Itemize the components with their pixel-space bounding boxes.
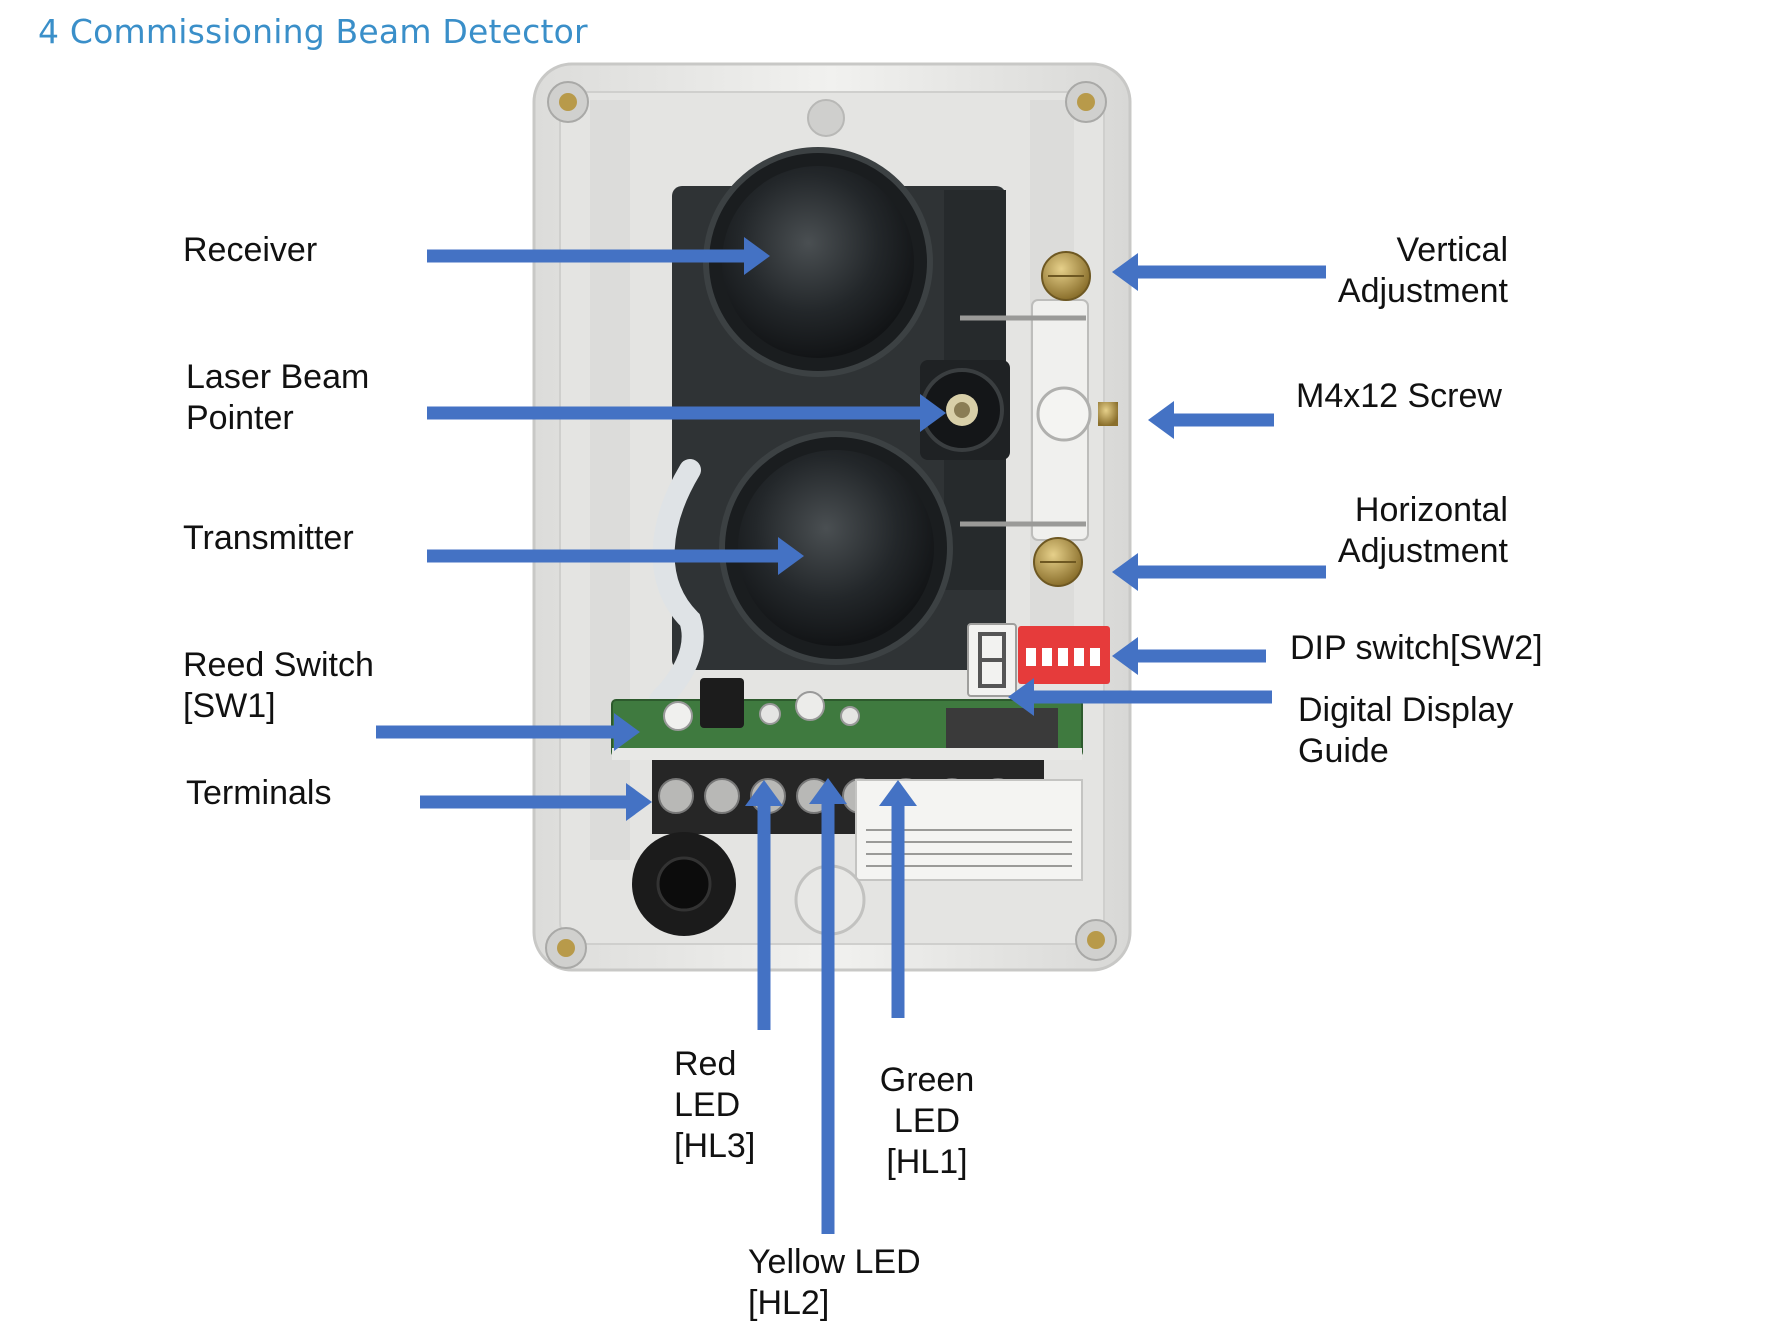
pcb-led-3	[840, 706, 860, 726]
top-center-hole	[807, 99, 845, 137]
arrow-horizontal-adjustment	[1112, 553, 1326, 591]
m4x12-screw	[1036, 386, 1118, 442]
arrow-laser-beam-pointer	[427, 394, 946, 432]
callout-arrows	[376, 237, 1326, 1234]
label-yellow-led: Yellow LED [HL2]	[748, 1243, 921, 1322]
label-terminals: Terminals	[186, 774, 332, 812]
transmitter-lens	[719, 431, 953, 665]
arrow-dip-switch	[1112, 637, 1266, 675]
laser-pointer	[920, 360, 1010, 460]
section-heading: 4 Commissioning Beam Detector	[38, 12, 588, 51]
arrow-terminals	[420, 783, 652, 821]
label-dip-switch: DIP switch[SW2]	[1290, 629, 1543, 667]
label-receiver: Receiver	[183, 231, 318, 269]
label-reed-switch: Reed Switch [SW1]	[183, 646, 374, 725]
vertical-adjustment-knob	[1041, 251, 1091, 301]
label-red-led: Red LED [HL3]	[674, 1045, 756, 1165]
arrow-receiver	[427, 237, 770, 275]
label-digital-display-guide: Digital Display Guide	[1298, 691, 1514, 770]
corner-screw-bottom-right	[1075, 919, 1117, 961]
arrow-red-led	[745, 780, 783, 1030]
seven-segment-display	[967, 623, 1017, 697]
corner-screw-top-right	[1065, 81, 1107, 123]
corner-screw-bottom-left	[545, 927, 587, 969]
arrow-transmitter	[427, 537, 804, 575]
label-green-led: Green LED [HL1]	[879, 1061, 975, 1181]
corner-screw-top-left	[547, 81, 589, 123]
ribbon-cable	[649, 459, 704, 711]
arrow-m4x12-screw	[1148, 401, 1274, 439]
pcb-board-edge	[612, 748, 1082, 760]
pin-header	[946, 708, 1058, 748]
cable-gland	[632, 832, 736, 936]
horizontal-adjustment-knob	[1033, 537, 1083, 587]
pcb-relay	[700, 678, 744, 728]
reed-switch-component	[663, 701, 693, 731]
label-laser-beam-pointer: Laser Beam Pointer	[186, 358, 370, 437]
label-m4x12-screw: M4x12 Screw	[1296, 377, 1502, 415]
arrow-digital-display-guide	[1008, 678, 1272, 716]
label-vertical-adjustment: Vertical Adjustment	[1337, 231, 1508, 310]
label-transmitter: Transmitter	[183, 519, 354, 557]
arrow-green-led	[879, 780, 917, 1018]
arrow-reed-switch	[376, 713, 640, 751]
dip-switch-block	[1018, 626, 1110, 684]
arrow-vertical-adjustment	[1112, 253, 1326, 291]
receiver-lens	[703, 147, 933, 377]
arrow-yellow-led	[809, 778, 847, 1234]
label-horizontal-adjustment: Horizontal Adjustment	[1337, 491, 1508, 570]
pcb-led-2	[795, 691, 825, 721]
pcb-led-1	[759, 703, 781, 725]
